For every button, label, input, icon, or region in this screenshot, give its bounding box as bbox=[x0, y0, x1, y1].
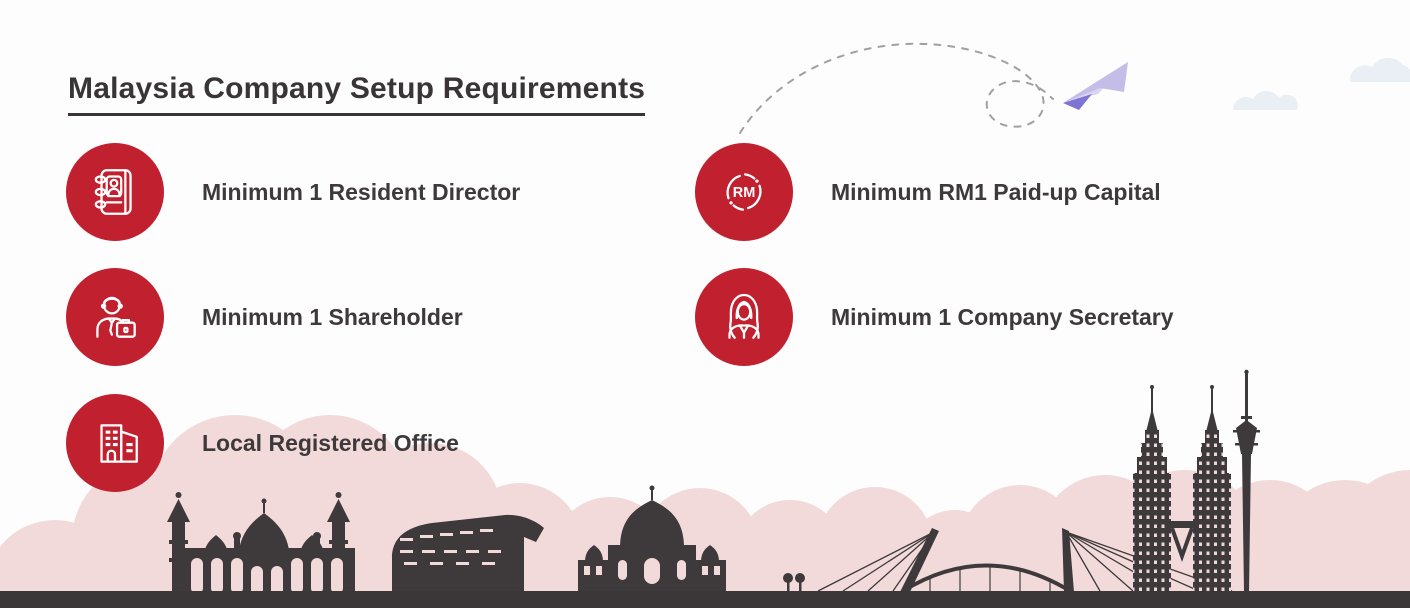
requirement-label: Minimum 1 Company Secretary bbox=[831, 303, 1174, 330]
blue-clouds bbox=[1232, 57, 1410, 110]
ground bbox=[0, 591, 1410, 608]
secretary-woman-icon bbox=[728, 293, 760, 339]
petronas-towers-silhouette bbox=[1133, 385, 1231, 592]
rm-coin-icon-circle: RM bbox=[695, 143, 793, 241]
requirement-label: Minimum 1 Shareholder bbox=[202, 303, 463, 330]
businessman-briefcase-icon bbox=[96, 296, 136, 338]
requirement-label: Local Registered Office bbox=[202, 429, 459, 456]
requirement-paid-up-capital: RM Minimum RM1 Paid-up Capital bbox=[695, 143, 1161, 241]
building-window-cutouts bbox=[191, 529, 720, 596]
paper-plane-icon bbox=[1063, 62, 1128, 110]
contact-book-icon bbox=[94, 169, 132, 215]
stadium-silhouette bbox=[392, 514, 544, 592]
contact-book-icon-circle bbox=[66, 143, 164, 241]
requirement-shareholder: Minimum 1 Shareholder bbox=[66, 268, 463, 366]
requirement-registered-office: Local Registered Office bbox=[66, 394, 459, 492]
office-buildings-icon-circle bbox=[66, 394, 164, 492]
rm-coin-icon: RM bbox=[726, 173, 762, 211]
requirement-label: Minimum RM1 Paid-up Capital bbox=[831, 178, 1161, 205]
dashed-flight-trail bbox=[739, 42, 1054, 134]
requirement-company-secretary: Minimum 1 Company Secretary bbox=[695, 268, 1174, 366]
requirement-resident-director: Minimum 1 Resident Director bbox=[66, 143, 520, 241]
page-title: Malaysia Company Setup Requirements bbox=[68, 72, 646, 117]
rm-coin-text: RM bbox=[733, 185, 756, 201]
businessman-briefcase-icon-circle bbox=[66, 268, 164, 366]
secretary-woman-icon-circle bbox=[695, 268, 793, 366]
trees bbox=[783, 573, 805, 592]
kl-tower-silhouette bbox=[1233, 369, 1260, 592]
requirement-label: Minimum 1 Resident Director bbox=[202, 178, 521, 205]
office-buildings-icon bbox=[100, 424, 138, 463]
